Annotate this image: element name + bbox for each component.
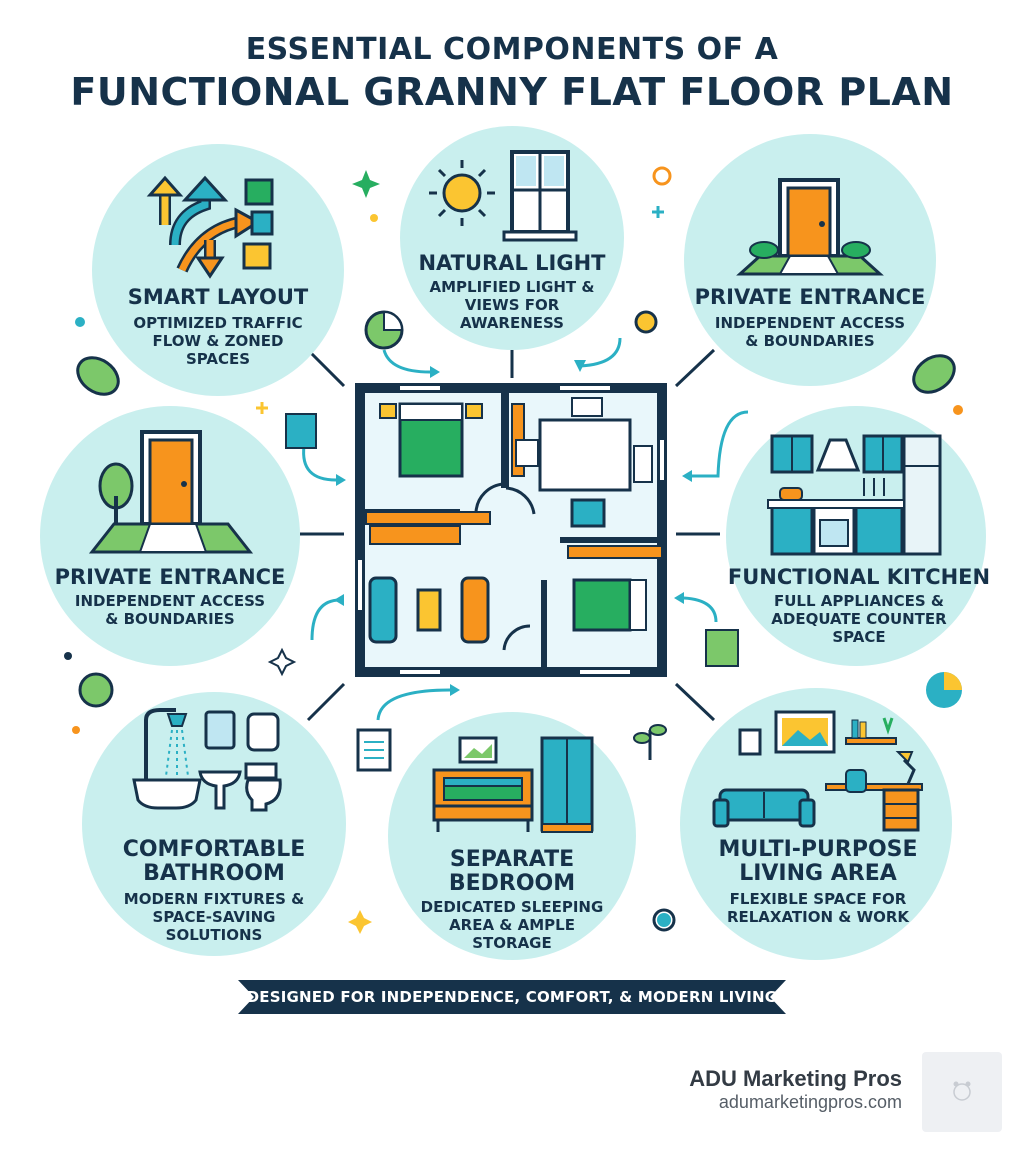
arrows-layout-icon bbox=[146, 175, 274, 279]
banner-text: DESIGNED FOR INDEPENDENCE, COMFORT, & MO… bbox=[246, 988, 778, 1006]
decor-arrowheads bbox=[334, 360, 692, 696]
banner-ribbon bbox=[238, 980, 786, 1014]
bed-wardrobe-icon bbox=[432, 736, 594, 833]
bathroom-icon bbox=[132, 708, 282, 812]
private-entrance-top-title: PRIVATE ENTRANCE bbox=[694, 285, 926, 309]
decor-sparkles bbox=[64, 166, 963, 934]
circle-smart-layout bbox=[92, 144, 344, 396]
kitchen-icon bbox=[767, 434, 942, 556]
door-icon bbox=[736, 178, 884, 276]
title-line-2: FUNCTIONAL GRANNY FLAT FLOOR PLAN bbox=[70, 70, 954, 114]
decor-icons bbox=[76, 310, 962, 772]
brand-name: ADU Marketing Pros bbox=[689, 1066, 902, 1091]
title-line-1: ESSENTIAL COMPONENTS OF A bbox=[245, 32, 779, 67]
brand-url[interactable]: adumarketingpros.com bbox=[718, 1092, 902, 1112]
sofa-desk-icon bbox=[712, 710, 923, 832]
circle-multi-purpose-living bbox=[680, 688, 952, 960]
private-entrance-left-desc: INDEPENDENT ACCESS& BOUNDARIES bbox=[74, 592, 266, 628]
floor-plan bbox=[355, 383, 667, 677]
private-entrance-top-desc: INDEPENDENT ACCESS& BOUNDARIES bbox=[714, 314, 906, 350]
private-entrance-left-title: PRIVATE ENTRANCE bbox=[54, 565, 286, 589]
smart-layout-title: SMART LAYOUT bbox=[127, 285, 309, 309]
functional-kitchen-title: FUNCTIONAL KITCHEN bbox=[727, 565, 991, 589]
connector-lines bbox=[300, 348, 720, 722]
brand-logo bbox=[922, 1052, 1002, 1132]
door-tree-icon bbox=[88, 430, 254, 554]
bear-logo-icon bbox=[953, 1081, 971, 1101]
natural-light-title: NATURAL LIGHT bbox=[418, 251, 606, 275]
sun-window-icon bbox=[429, 150, 578, 242]
